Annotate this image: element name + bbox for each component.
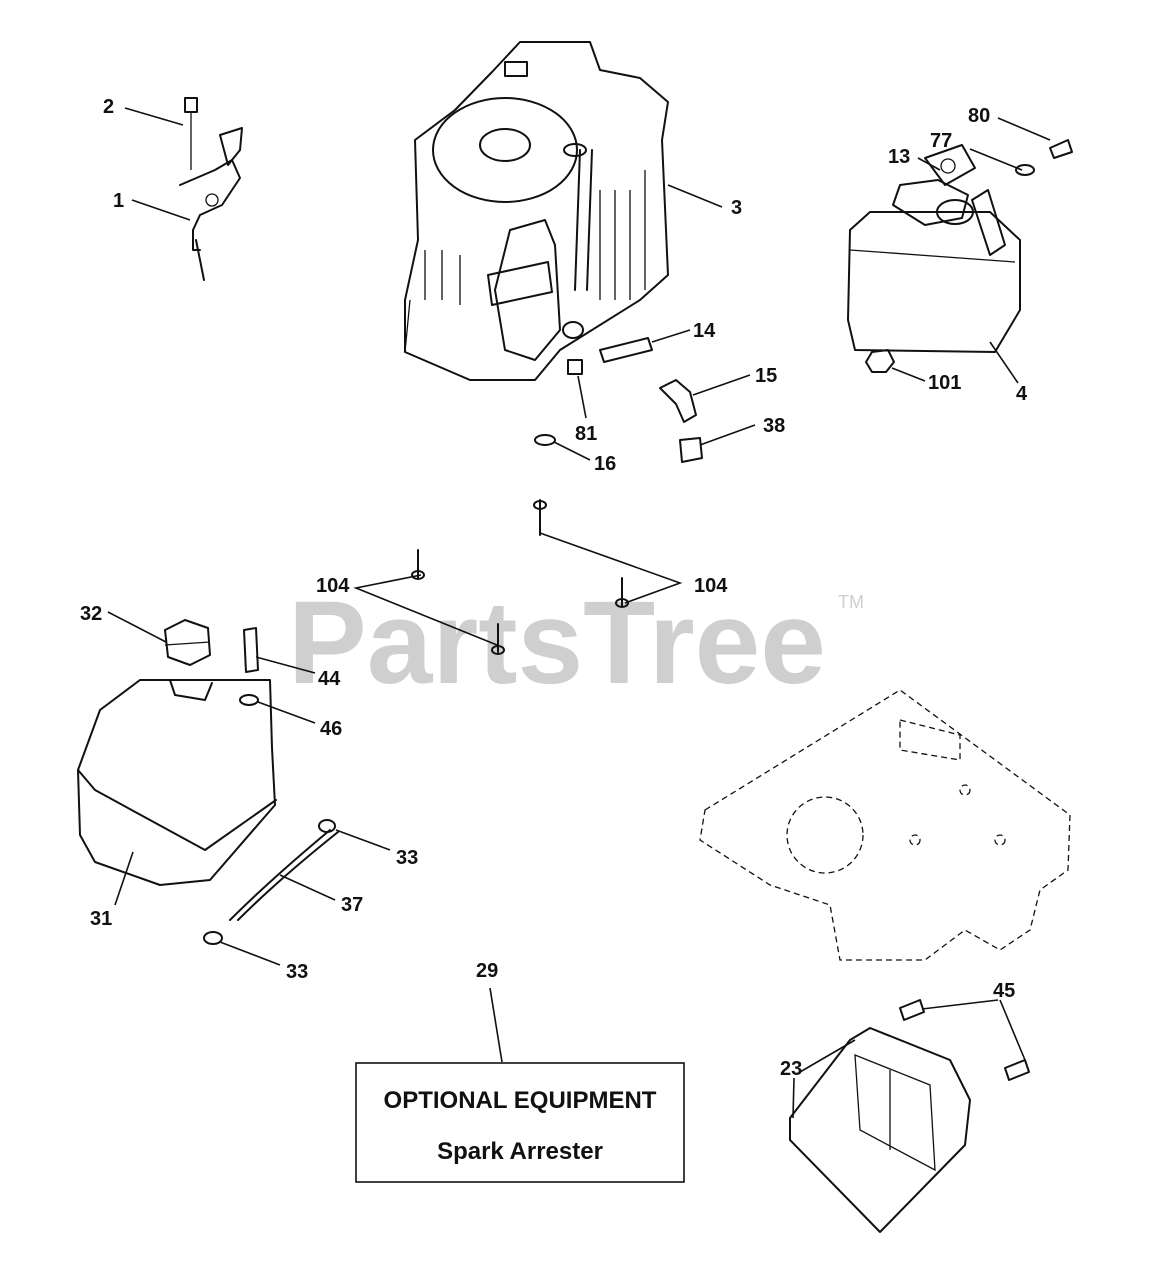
callout-16: 16	[594, 453, 616, 475]
throttle-control-part	[179, 97, 243, 281]
callout-46: 46	[320, 718, 342, 740]
callout-4: 4	[1016, 383, 1028, 405]
fittings-parts	[534, 337, 703, 463]
mounting-plate	[699, 689, 1071, 961]
callout-14: 14	[693, 320, 716, 342]
fuel-tank-part	[77, 619, 339, 945]
watermark-text: PartsTree	[288, 577, 826, 709]
callout-32: 32	[80, 603, 102, 625]
callout-33-lower: 33	[286, 961, 308, 983]
optional-equipment-box: OPTIONAL EQUIPMENT Spark Arrester	[355, 1062, 685, 1183]
optional-equipment-title: OPTIONAL EQUIPMENT	[384, 1087, 657, 1114]
callout-81: 81	[575, 423, 597, 445]
bolts-104-part	[411, 499, 629, 655]
callout-38: 38	[763, 415, 785, 437]
watermark-trademark: TM	[838, 592, 864, 612]
callout-33-upper: 33	[396, 847, 418, 869]
callout-23: 23	[780, 1058, 802, 1080]
callout-45: 45	[993, 980, 1015, 1002]
callout-29: 29	[476, 960, 498, 982]
muffler-part	[847, 139, 1073, 373]
callout-44: 44	[318, 668, 341, 690]
shield-plate-part	[789, 999, 1030, 1233]
callout-31: 31	[90, 908, 112, 930]
callout-1: 1	[113, 190, 124, 212]
callout-77: 77	[930, 130, 952, 152]
callout-2: 2	[103, 96, 114, 118]
engine-part	[404, 41, 669, 381]
optional-equipment-subtitle: Spark Arrester	[437, 1138, 603, 1165]
callout-3: 3	[731, 197, 742, 219]
callout-13: 13	[888, 146, 910, 168]
callout-104-right: 104	[694, 575, 728, 597]
callout-labels: 2 1 3 80 77 13 101 4 14 15 38 81 16 104 …	[80, 96, 1028, 1080]
callout-37: 37	[341, 894, 363, 916]
callout-101: 101	[928, 372, 961, 394]
callout-15: 15	[755, 365, 777, 387]
callout-104-left: 104	[316, 575, 350, 597]
leader-lines	[107, 107, 1051, 1119]
callout-80: 80	[968, 105, 990, 127]
